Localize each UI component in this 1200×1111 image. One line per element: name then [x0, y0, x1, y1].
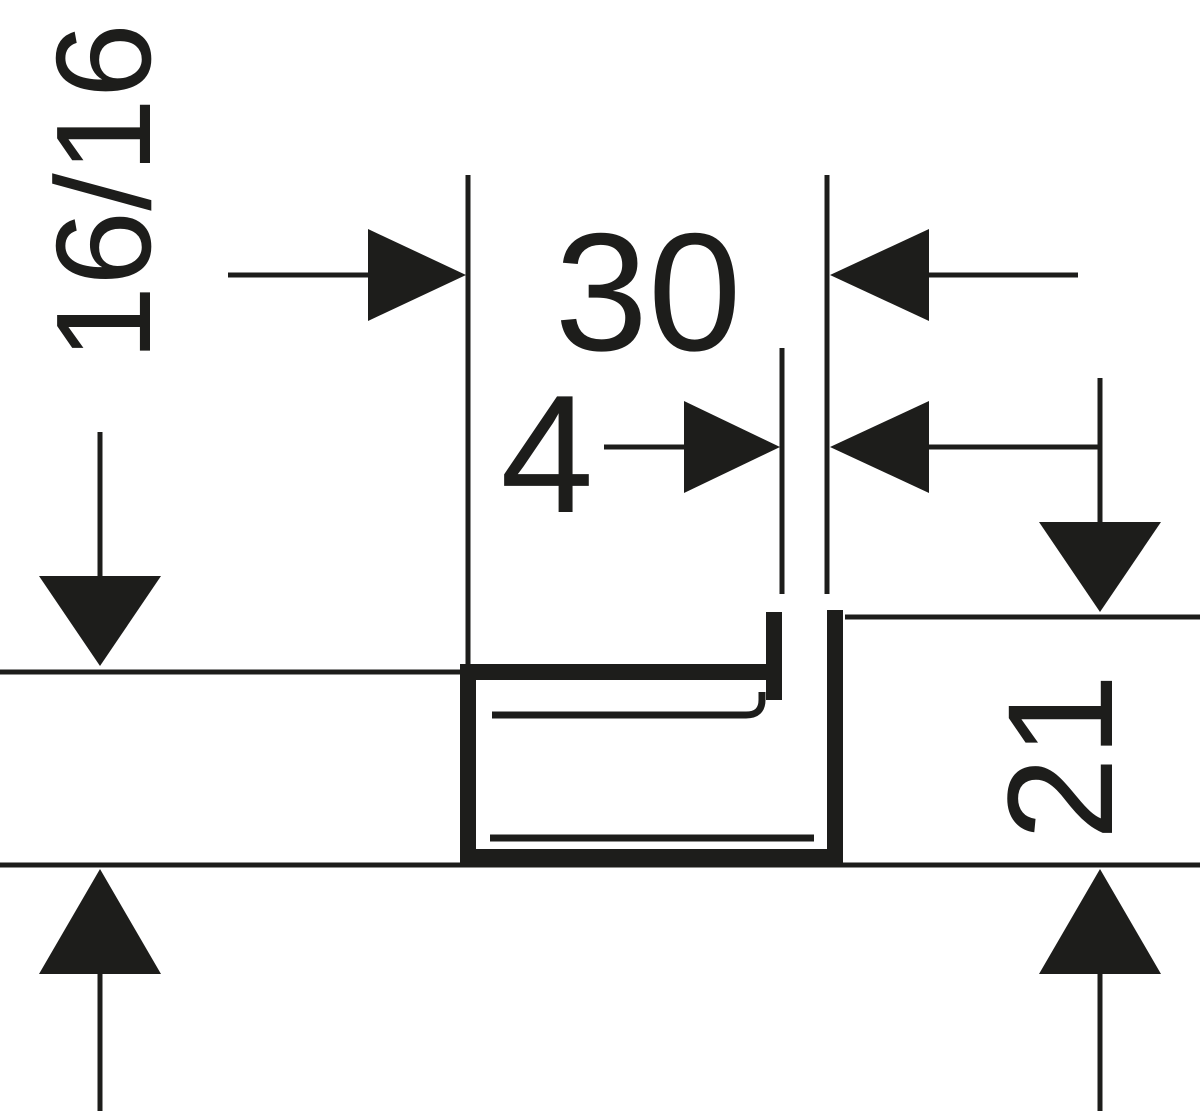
dim-label-16-16: 16/16: [28, 23, 179, 361]
arrow-right-icon: [368, 229, 466, 321]
bottom-arrows: [39, 869, 1161, 1111]
arrow-left-icon: [830, 401, 929, 493]
arrow-down-icon: [39, 576, 161, 666]
rail-profile: [460, 596, 843, 865]
dim-label-4: 4: [500, 360, 593, 548]
arrow-up-icon: [1039, 869, 1161, 974]
dimension-width-30: 30: [228, 198, 1078, 386]
arrow-right-icon: [684, 401, 780, 493]
profile-slot: [782, 596, 827, 736]
dimension-height-left: 16/16: [28, 23, 179, 666]
dim-label-21: 21: [976, 674, 1144, 841]
dimension-height-right: 21: [976, 378, 1161, 840]
dim-label-30: 30: [555, 198, 742, 386]
arrow-up-icon: [39, 869, 161, 974]
arrow-left-icon: [830, 229, 929, 321]
extension-lines: [465, 175, 830, 666]
profile-inner-line-top: [492, 692, 766, 719]
arrow-down-icon: [1039, 522, 1161, 612]
dimension-slot-4: 4: [500, 360, 1098, 548]
